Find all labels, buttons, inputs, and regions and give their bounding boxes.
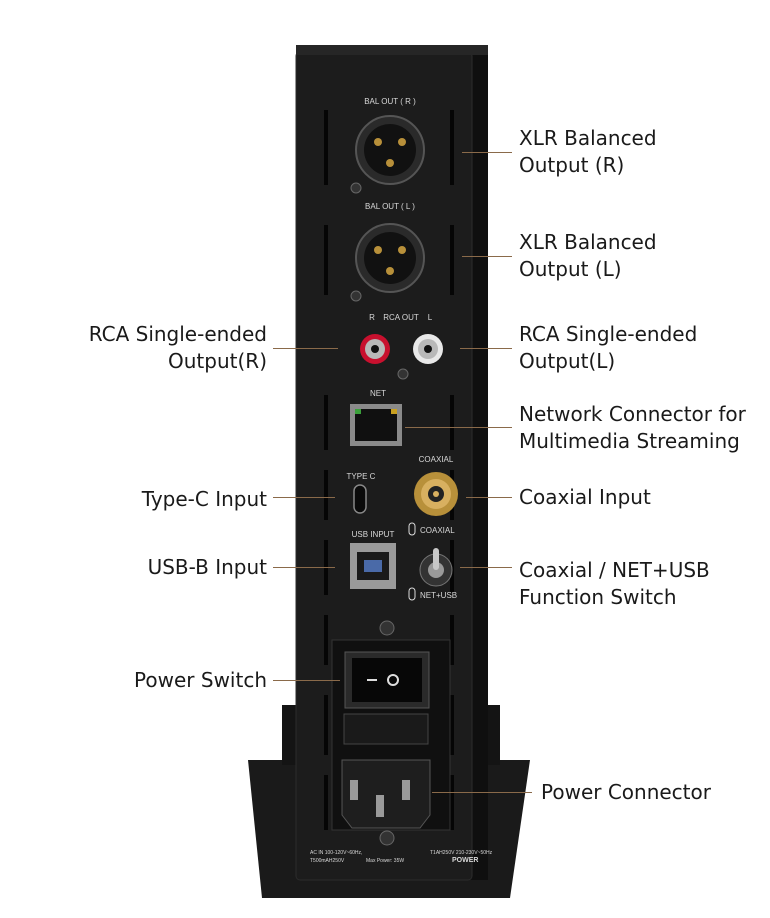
label-rca-l: L bbox=[428, 313, 433, 322]
callout-xlr-balanced-output-l: XLR Balanced Output (L) bbox=[519, 230, 657, 281]
leader-line bbox=[432, 792, 532, 793]
screw-icon bbox=[397, 368, 409, 380]
label-bal-out-r: BAL OUT ( R ) bbox=[364, 97, 416, 106]
callout-power-connector: Power Connector bbox=[541, 780, 711, 804]
rca-output-r-connector[interactable] bbox=[360, 334, 390, 364]
leader-line bbox=[462, 152, 512, 153]
leader-line bbox=[273, 567, 335, 568]
callout-network-connector: Network Connector for Multimedia Streami… bbox=[519, 402, 746, 453]
coaxial-net-usb-function-switch[interactable] bbox=[419, 548, 453, 587]
label-coaxial: COAXIAL bbox=[419, 455, 454, 464]
leader-line bbox=[460, 567, 512, 568]
label-usb-input: USB INPUT bbox=[352, 530, 395, 539]
screw-icon bbox=[379, 620, 395, 636]
rca-output-l-connector[interactable] bbox=[413, 334, 443, 364]
power-switch[interactable] bbox=[344, 651, 430, 709]
spec-text-mid: Max Power: 35W bbox=[366, 858, 404, 864]
spec-text-right: T1AH250V 210-230V~50Hz bbox=[430, 850, 493, 856]
leader-line bbox=[273, 680, 340, 681]
callout-rca-single-ended-output-r: RCA Single-ended Output(R) bbox=[88, 322, 267, 373]
power-inlet-connector[interactable] bbox=[341, 759, 431, 829]
leader-line bbox=[405, 427, 512, 428]
chassis-top bbox=[296, 45, 488, 55]
switch-position-down-icon bbox=[408, 587, 416, 601]
callout-rca-single-ended-output-l: RCA Single-ended Output(L) bbox=[519, 322, 698, 373]
callout-xlr-balanced-output-r: XLR Balanced Output (R) bbox=[519, 126, 657, 177]
label-switch-coaxial: COAXIAL bbox=[420, 526, 455, 535]
label-switch-net-usb: NET+USB bbox=[420, 591, 457, 600]
leader-line bbox=[460, 348, 512, 349]
usb-b-port[interactable] bbox=[350, 543, 396, 589]
xlr-output-l-connector[interactable] bbox=[350, 223, 425, 302]
type-c-port[interactable] bbox=[353, 484, 367, 514]
leader-line bbox=[466, 497, 512, 498]
fuse-drawer bbox=[343, 713, 429, 745]
switch-position-up-icon bbox=[408, 522, 416, 536]
network-connector[interactable] bbox=[350, 404, 402, 446]
leader-line bbox=[462, 256, 512, 257]
xlr-output-r-connector[interactable] bbox=[350, 115, 425, 194]
label-rca-out: RCA OUT bbox=[383, 313, 419, 322]
label-power: POWER bbox=[452, 857, 478, 864]
leader-line bbox=[273, 348, 338, 349]
screw-icon bbox=[379, 830, 395, 846]
callout-function-switch: Coaxial / NET+USB Function Switch bbox=[519, 558, 710, 609]
label-net: NET bbox=[370, 389, 386, 398]
callout-coaxial-input: Coaxial Input bbox=[519, 485, 651, 509]
leader-line bbox=[273, 497, 335, 498]
callout-type-c-input: Type-C Input bbox=[141, 487, 267, 511]
label-rca-r: R bbox=[369, 313, 375, 322]
coaxial-input-connector[interactable] bbox=[414, 472, 458, 516]
spec-text-left-1: AC IN 100-120V~60Hz, bbox=[310, 850, 362, 856]
callout-power-switch: Power Switch bbox=[134, 668, 267, 692]
chassis-side bbox=[470, 45, 488, 880]
spec-text-left-2: T500mAH250V bbox=[310, 858, 345, 864]
label-bal-out-l: BAL OUT ( L ) bbox=[365, 202, 415, 211]
label-type-c: TYPE C bbox=[347, 472, 376, 481]
callout-usb-b-input: USB-B Input bbox=[147, 555, 267, 579]
